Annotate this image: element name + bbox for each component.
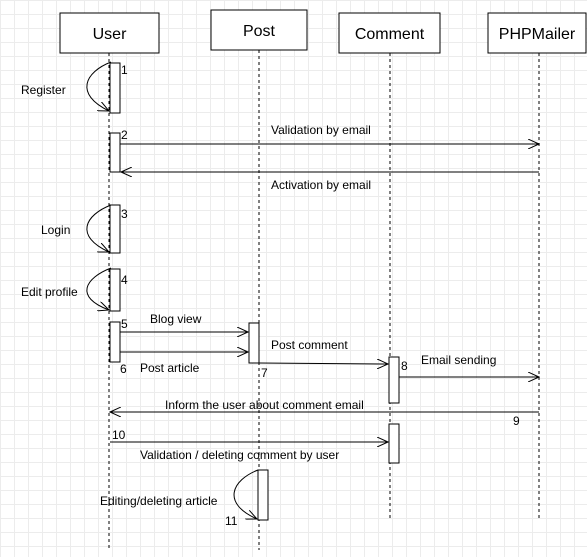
label-activation-by-email: Activation by email — [271, 178, 371, 192]
participant-post-label: Post — [243, 23, 276, 40]
activation-bar-post-11 — [257, 469, 269, 521]
step-number-5: 5 — [121, 317, 128, 331]
participant-user-label: User — [93, 26, 127, 43]
activation-bar-comment-8 — [388, 356, 400, 404]
step-number-6: 6 — [120, 362, 127, 376]
activation-bar-5 — [109, 321, 121, 363]
label-register: Register — [21, 83, 66, 97]
participant-comment[interactable]: Comment — [338, 12, 441, 54]
participant-phpmailer-label: PHPMailer — [499, 26, 576, 43]
step-number-11: 11 — [225, 514, 238, 528]
self-call-login — [86, 204, 112, 252]
label-edit-profile: Edit profile — [21, 285, 78, 299]
step-number-8: 8 — [401, 359, 408, 373]
label-post-comment: Post comment — [271, 338, 348, 352]
msg-post-comment — [258, 363, 388, 364]
self-call-editing-article — [233, 469, 259, 519]
label-login: Login — [41, 223, 70, 237]
activation-bar-comment-10 — [388, 423, 400, 464]
participant-user[interactable]: User — [59, 12, 160, 54]
step-number-9: 9 — [513, 414, 520, 428]
activation-bar-3 — [109, 204, 121, 254]
activation-bar-post — [248, 322, 260, 364]
participant-post[interactable]: Post — [210, 9, 308, 51]
step-number-2: 2 — [121, 128, 128, 142]
activation-bar-1 — [109, 62, 121, 114]
activation-bar-4 — [109, 268, 121, 312]
step-number-3: 3 — [121, 207, 128, 221]
step-number-1: 1 — [121, 63, 128, 77]
participant-comment-label: Comment — [355, 26, 425, 43]
label-validation-deleting: Validation / deleting comment by user — [140, 448, 339, 462]
self-call-register — [86, 61, 112, 111]
label-email-sending: Email sending — [421, 353, 496, 367]
label-blog-view: Blog view — [150, 312, 202, 326]
step-number-4: 4 — [121, 273, 128, 287]
label-editing-deleting-article: Editing/deleting article — [100, 494, 218, 508]
label-inform-user: Inform the user about comment email — [165, 398, 364, 412]
step-number-10: 10 — [112, 428, 126, 442]
activation-bar-2 — [109, 132, 121, 173]
label-validation-by-email: Validation by email — [271, 123, 371, 137]
participant-phpmailer[interactable]: PHPMailer — [487, 12, 587, 54]
label-post-article: Post article — [140, 361, 200, 375]
self-call-edit-profile — [86, 267, 112, 310]
step-number-7: 7 — [261, 366, 268, 380]
